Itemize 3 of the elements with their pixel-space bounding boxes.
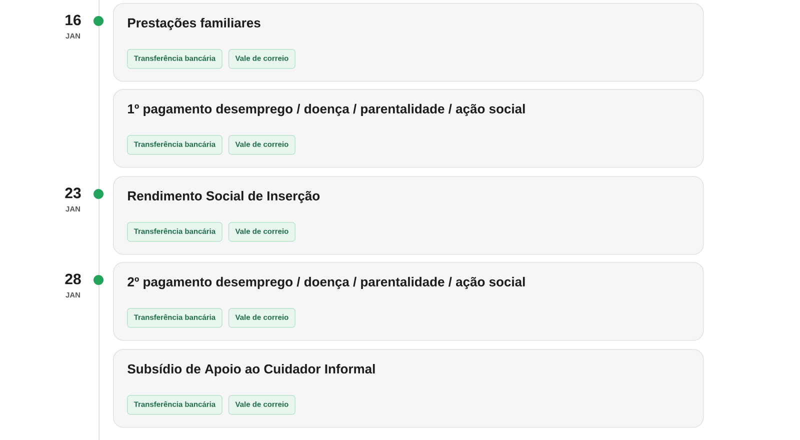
date-number: 28 <box>65 274 81 284</box>
date-number: 23 <box>65 188 81 198</box>
date-number: 16 <box>66 14 81 26</box>
